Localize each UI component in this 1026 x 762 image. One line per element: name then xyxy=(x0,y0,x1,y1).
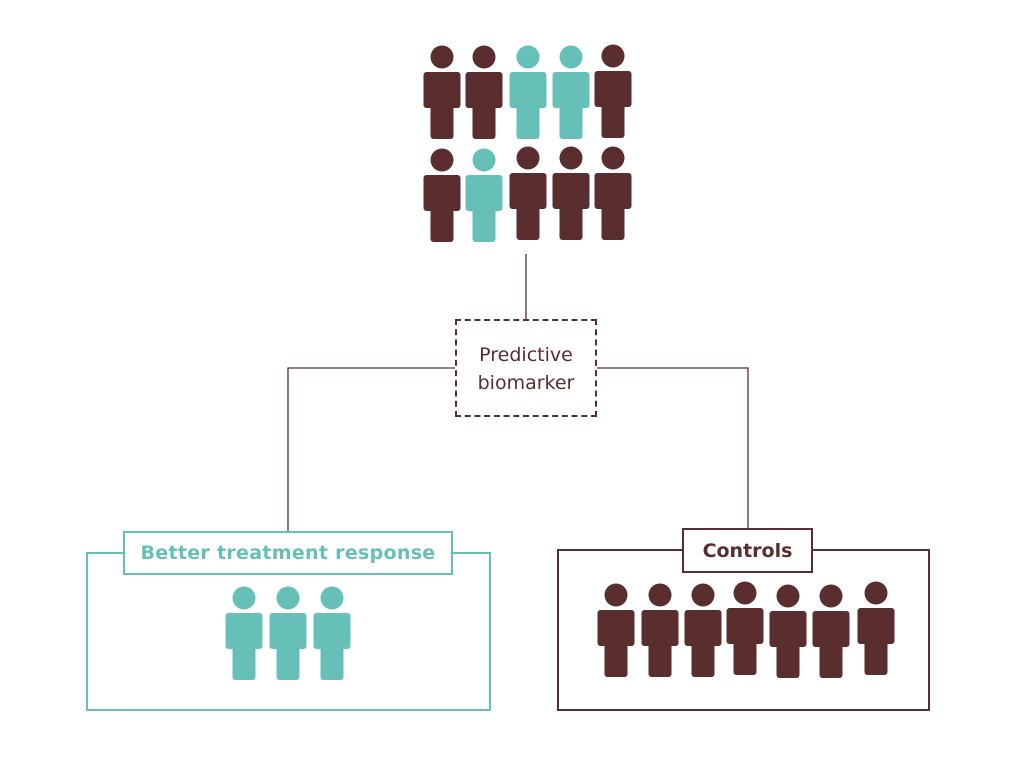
person-icon-control xyxy=(509,146,547,240)
controls-label: Controls xyxy=(682,528,813,573)
person-icon-control xyxy=(423,45,461,139)
person-icon-responder xyxy=(313,586,351,680)
person-icon-responder xyxy=(509,45,547,139)
person-icon-control xyxy=(597,583,635,677)
person-icon-responder xyxy=(552,45,590,139)
person-icon-control xyxy=(726,581,764,675)
connector-biomarker-to-better xyxy=(287,367,455,531)
person-icon-control xyxy=(465,45,503,139)
people-icons xyxy=(225,44,895,680)
biomarker-line-2: biomarker xyxy=(477,372,575,394)
person-icon-control xyxy=(812,584,850,678)
person-icon-responder xyxy=(269,586,307,680)
person-icon-control xyxy=(594,44,632,138)
person-icon-control xyxy=(769,584,807,678)
person-icon-control xyxy=(423,148,461,242)
person-icon-control xyxy=(857,581,895,675)
better-treatment-response-label: Better treatment response xyxy=(123,531,453,575)
person-icon-control xyxy=(641,583,679,677)
predictive-biomarker-box: Predictive biomarker xyxy=(455,319,597,417)
person-icon-control xyxy=(552,146,590,240)
connector-biomarker-to-controls xyxy=(597,367,749,528)
biomarker-line-1: Predictive xyxy=(479,344,573,366)
person-icon-responder xyxy=(225,586,263,680)
person-icon-control xyxy=(594,146,632,240)
person-icon-responder xyxy=(465,148,503,242)
connectors xyxy=(287,254,749,531)
person-icon-control xyxy=(684,583,722,677)
